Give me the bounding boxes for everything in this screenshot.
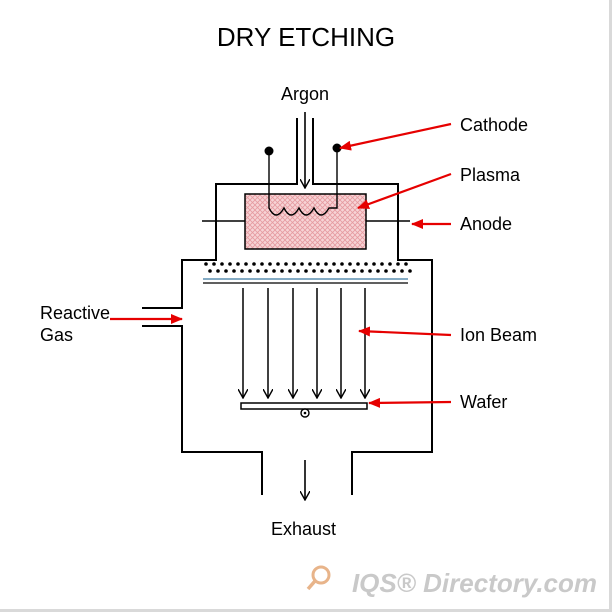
plasma-label: Plasma [460, 165, 521, 185]
grid-dot [404, 262, 408, 266]
plasma-pointer-arrow [357, 172, 452, 210]
ion-beam-arrows [243, 288, 365, 398]
reactive-gas-label-line2: Gas [40, 325, 74, 345]
grid-dot [224, 269, 228, 273]
grid-dot [360, 269, 364, 273]
grid-dot [376, 269, 380, 273]
grid-dot [320, 269, 324, 273]
grid-dot [400, 269, 404, 273]
grid-dot [344, 269, 348, 273]
grid-dot [244, 262, 248, 266]
grid-dot [324, 262, 328, 266]
grid-dot [204, 262, 208, 266]
cathode-pointer-arrow [339, 122, 452, 151]
chamber-outline [142, 118, 433, 495]
wafer [240, 402, 368, 410]
ion-beam-label: Ion Beam [460, 325, 538, 345]
grid-dot [336, 269, 340, 273]
diagram-title: DRY ETCHING [216, 22, 396, 52]
grid-dot [228, 262, 232, 266]
grid-dot [316, 262, 320, 266]
grid-dot [296, 269, 300, 273]
grid-dot [260, 262, 264, 266]
grid-dot [352, 269, 356, 273]
grid-dot [408, 269, 412, 273]
grid-dot [396, 262, 400, 266]
grid-dot [264, 269, 268, 273]
grid-dot [288, 269, 292, 273]
grid-dot [216, 269, 220, 273]
grid-dot [236, 262, 240, 266]
grid-dot [328, 269, 332, 273]
grid-dot [304, 269, 308, 273]
exhaust-label: Exhaust [271, 519, 337, 539]
grid-dot [348, 262, 352, 266]
extraction-grid-dots [204, 262, 412, 273]
grid-dot [368, 269, 372, 273]
grid-dot [300, 262, 304, 266]
grid-dot [256, 269, 260, 273]
grid-dot [392, 269, 396, 273]
grid-dot [364, 262, 368, 266]
grid-dot [232, 269, 236, 273]
grid-dot [280, 269, 284, 273]
wafer-label: Wafer [460, 392, 508, 412]
grid-dot [276, 262, 280, 266]
grid-dot [292, 262, 296, 266]
watermark: IQS® Directory.com [351, 568, 597, 598]
grid-dot [308, 262, 312, 266]
grid-dot [252, 262, 256, 266]
grid-dot [272, 269, 276, 273]
grid-dot [240, 269, 244, 273]
grid-dot [384, 269, 388, 273]
grid-dot [220, 262, 224, 266]
cathode-coil [268, 148, 338, 216]
grid-dot [312, 269, 316, 273]
wafer-holder-pivot-center [303, 411, 307, 415]
grid-dot [332, 262, 336, 266]
grid-dot [212, 262, 216, 266]
grid-dot [380, 262, 384, 266]
grid-dot [388, 262, 392, 266]
grid-dot [284, 262, 288, 266]
wafer-pointer-arrow [368, 397, 452, 408]
cathode-terminal-left [264, 146, 274, 156]
grid-dot [372, 262, 376, 266]
grid-dot [268, 262, 272, 266]
cathode-label: Cathode [460, 115, 529, 135]
magnifier-icon [306, 565, 331, 591]
argon-label: Argon [281, 84, 330, 104]
grid-dot [340, 262, 344, 266]
grid-dot [356, 262, 360, 266]
anode-label: Anode [460, 214, 513, 234]
ion-beam-pointer-arrow [358, 326, 452, 337]
reactive-gas-label-line1: Reactive [40, 303, 111, 323]
plasma-region [244, 193, 367, 250]
grid-dot [208, 269, 212, 273]
grid-dot [248, 269, 252, 273]
